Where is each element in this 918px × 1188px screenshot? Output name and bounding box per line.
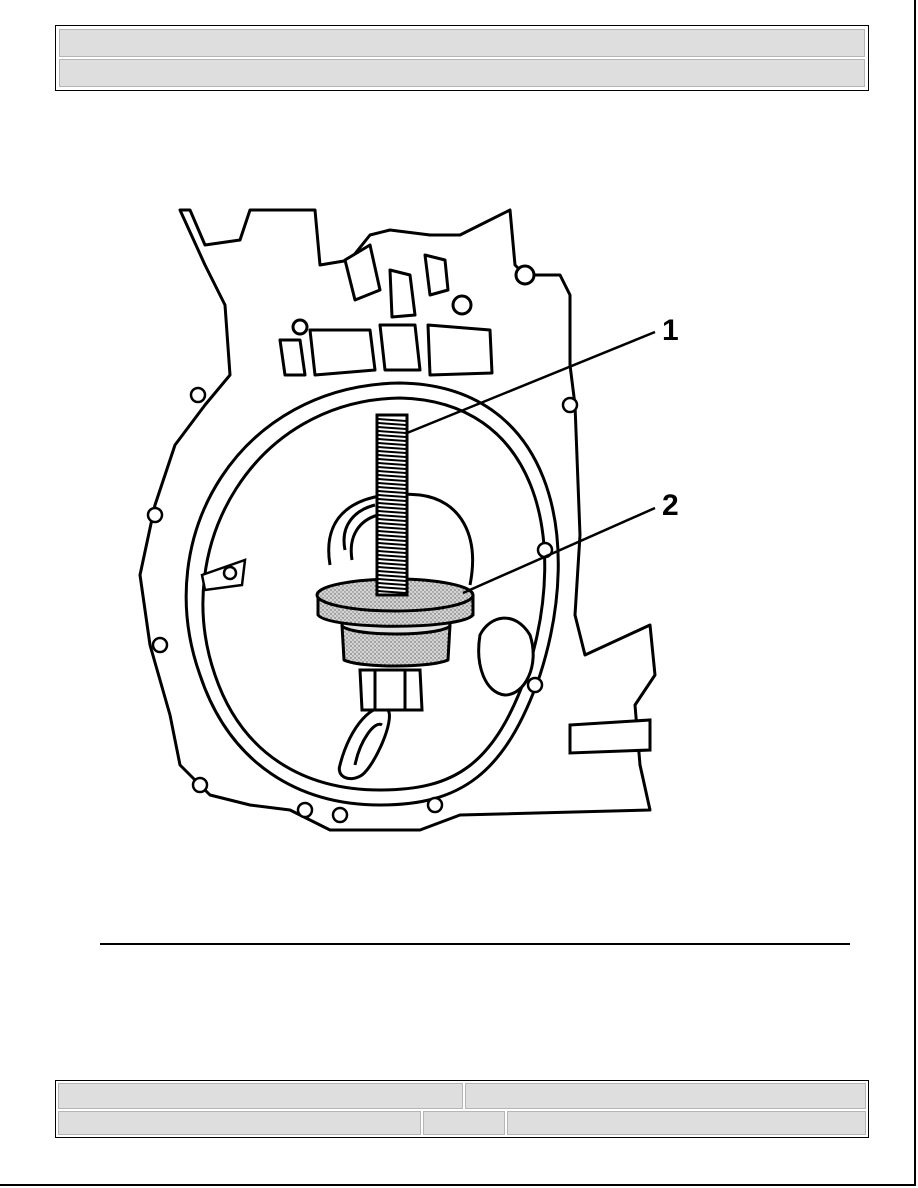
header-title-row [59, 29, 865, 57]
thread-line [377, 494, 407, 498]
thread-line [377, 454, 407, 458]
thread-line [377, 482, 407, 486]
thread-line [377, 466, 407, 470]
thread-line [377, 478, 407, 482]
thread-line [377, 574, 407, 578]
footer-cell-middle-bottom [423, 1111, 505, 1135]
thread-line [377, 438, 407, 442]
thread-line [377, 486, 407, 490]
header-subtitle-row [59, 59, 865, 87]
thread-line [377, 422, 407, 426]
thread-line [377, 530, 407, 534]
thread-line [377, 578, 407, 582]
callout-1-leader [406, 330, 656, 435]
callout-leaders [406, 330, 656, 595]
thread-line [377, 502, 407, 506]
thread-line [377, 538, 407, 542]
seal-installer-illustration: 1 2 [138, 208, 679, 832]
thread-line [377, 570, 407, 574]
thread-line [377, 430, 407, 434]
thread-line [377, 510, 407, 514]
footer-cell-right-bottom [507, 1111, 866, 1135]
block-ribs [278, 243, 536, 377]
thread-line [377, 550, 407, 554]
drive-nut [358, 668, 424, 712]
thread-line [377, 458, 407, 462]
thread-line [377, 542, 407, 546]
thread-line [377, 498, 407, 502]
footer-cell-left-top [58, 1083, 463, 1109]
thread-line [377, 582, 407, 586]
footer-cell-right-top [465, 1083, 866, 1109]
thread-line [377, 434, 407, 438]
thread-line [377, 558, 407, 562]
bolt-holes [146, 386, 579, 824]
section-divider [100, 943, 850, 945]
page-footer [55, 1080, 869, 1138]
threaded-rod [375, 413, 409, 597]
thread-line [377, 442, 407, 446]
footer-cell-left-bottom [58, 1111, 421, 1135]
thread-line [377, 426, 407, 430]
thread-line [377, 474, 407, 478]
page-header [55, 25, 869, 91]
thread-line [377, 546, 407, 550]
thread-line [377, 526, 407, 530]
callout-1-label: 1 [662, 314, 679, 347]
thread-line [377, 590, 407, 594]
thread-line [377, 506, 407, 510]
block-side [477, 616, 652, 755]
thread-line [377, 450, 407, 454]
thread-line [377, 470, 407, 474]
thread-line [377, 522, 407, 526]
thread-line [377, 562, 407, 566]
thread-line [377, 586, 407, 590]
callout-2-leader [462, 506, 656, 595]
thread-line [377, 490, 407, 494]
thread-line [377, 518, 407, 522]
thread-line [377, 534, 407, 538]
thread-line [377, 462, 407, 466]
thread-line [377, 446, 407, 450]
thread-line [377, 554, 407, 558]
thread-line [377, 418, 407, 422]
thread-line [377, 514, 407, 518]
thread-line [377, 566, 407, 570]
callout-2-label: 2 [662, 489, 679, 522]
lower-slot [337, 706, 391, 781]
block-boss [200, 558, 247, 592]
